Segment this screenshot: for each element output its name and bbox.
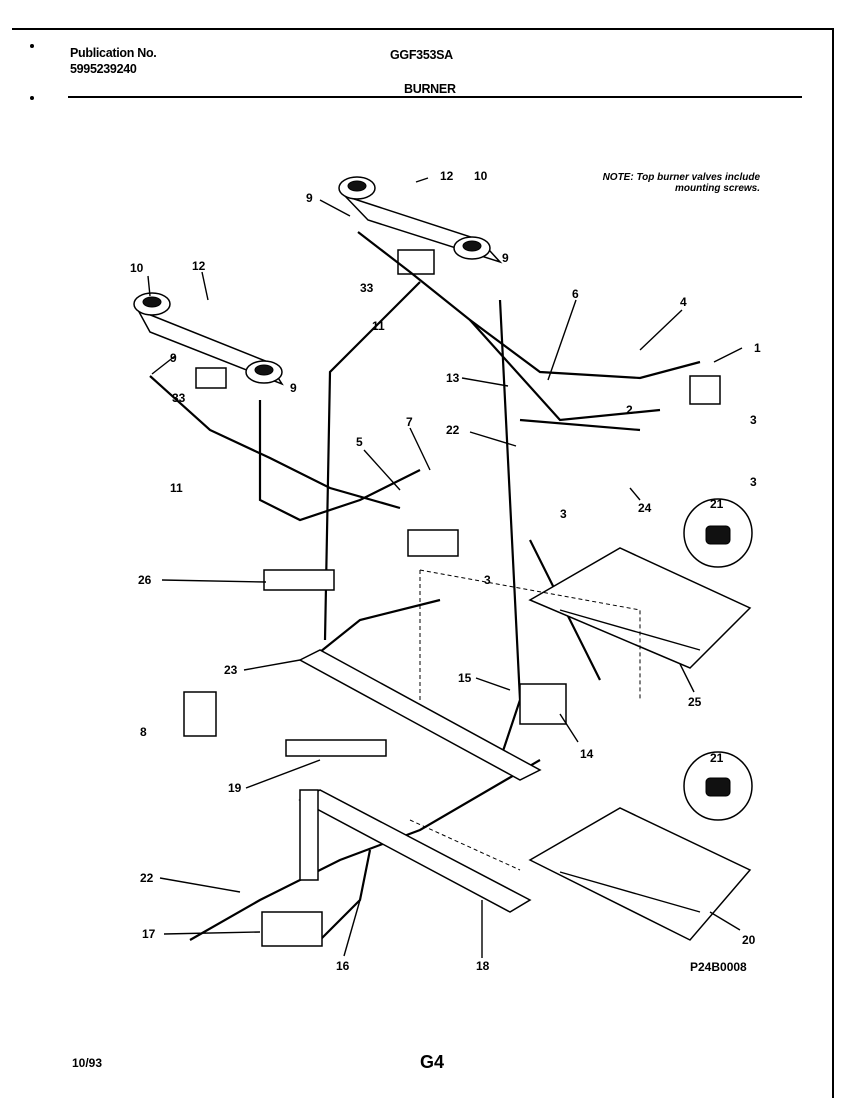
callout-10: 10 bbox=[474, 169, 488, 183]
callout-33: 33 bbox=[172, 391, 186, 405]
callout-4: 4 bbox=[680, 295, 687, 309]
section-title: BURNER bbox=[404, 82, 456, 96]
detail-circle-upper bbox=[683, 498, 753, 568]
callout-3: 3 bbox=[750, 475, 757, 489]
callout-10: 10 bbox=[130, 261, 144, 275]
callout-9: 9 bbox=[502, 251, 509, 265]
callout-23: 23 bbox=[224, 663, 238, 677]
callout-7: 7 bbox=[406, 415, 413, 429]
callout-12: 12 bbox=[440, 169, 454, 183]
callout-9: 9 bbox=[306, 191, 313, 205]
callout-1: 1 bbox=[754, 341, 761, 355]
callout-24: 24 bbox=[638, 501, 652, 515]
callout-15: 15 bbox=[458, 671, 472, 685]
callout-5: 5 bbox=[356, 435, 363, 449]
callout-25: 25 bbox=[688, 695, 702, 709]
callout-8: 8 bbox=[140, 725, 147, 739]
callout-33: 33 bbox=[360, 281, 374, 295]
reference-lines bbox=[409, 569, 641, 871]
callout-11: 11 bbox=[170, 481, 183, 495]
callout-19: 19 bbox=[228, 781, 242, 795]
page-frame bbox=[12, 28, 834, 1098]
callout-22: 22 bbox=[446, 423, 460, 437]
callout-22: 22 bbox=[140, 871, 154, 885]
header-rule bbox=[68, 96, 802, 98]
page-number: G4 bbox=[420, 1052, 445, 1072]
callout-12: 12 bbox=[192, 259, 206, 273]
callout-14: 14 bbox=[580, 747, 594, 761]
margin-mark bbox=[30, 44, 34, 48]
callout-17: 17 bbox=[142, 927, 156, 941]
publication-label: Publication No. bbox=[70, 46, 157, 60]
callout-26: 26 bbox=[138, 573, 152, 587]
leader-lines bbox=[147, 177, 743, 958]
callout-3: 3 bbox=[750, 413, 757, 427]
baffle-lower bbox=[528, 807, 752, 941]
margin-mark bbox=[30, 96, 34, 100]
mounting-note: NOTE: Top burner valves include mounting… bbox=[602, 172, 760, 194]
valves bbox=[183, 375, 721, 757]
callout-2: 2 bbox=[626, 403, 633, 417]
callout-21: 21 bbox=[710, 497, 724, 511]
detail-circle-lower bbox=[683, 751, 753, 821]
rear-burner-bracket bbox=[338, 176, 503, 275]
callout-3: 3 bbox=[484, 573, 491, 587]
callout-11: 11 bbox=[372, 319, 385, 333]
callout-13: 13 bbox=[446, 371, 460, 385]
callout-21: 21 bbox=[710, 751, 724, 765]
callout-9: 9 bbox=[170, 351, 177, 365]
oven-burner bbox=[261, 649, 542, 947]
publication-number: 5995239240 bbox=[70, 62, 137, 76]
model-number: GGF353SA bbox=[390, 48, 453, 62]
callout-9: 9 bbox=[290, 381, 297, 395]
callout-6: 6 bbox=[572, 287, 579, 301]
footer-date: 10/93 bbox=[72, 1056, 103, 1070]
callout-16: 16 bbox=[336, 959, 350, 973]
baffle-upper bbox=[528, 547, 752, 669]
callout-20: 20 bbox=[742, 933, 756, 947]
callout-labels: 1 2 3 3 3 3 4 5 6 7 8 9 9 9 9 10 10 11 1… bbox=[130, 169, 761, 973]
callout-3: 3 bbox=[560, 507, 567, 521]
callout-18: 18 bbox=[476, 959, 490, 973]
figure-id: P24B0008 bbox=[690, 960, 747, 974]
front-burner-bracket bbox=[133, 292, 284, 389]
